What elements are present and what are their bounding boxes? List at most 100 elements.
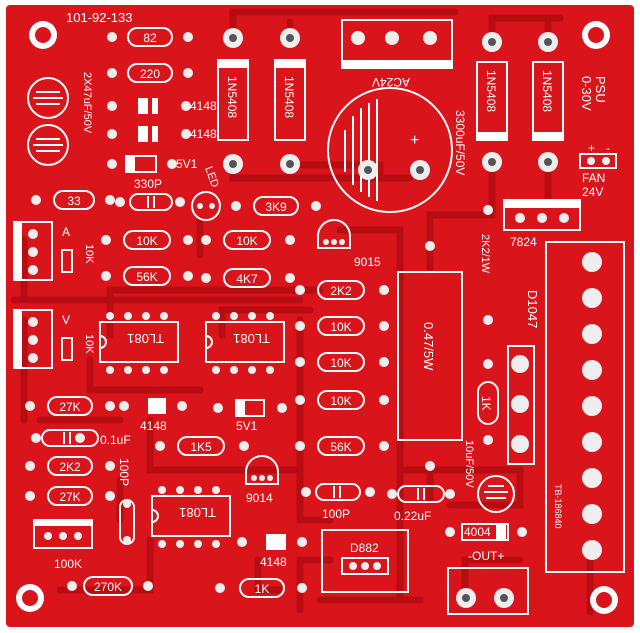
svg-text:FAN: FAN [582,171,605,185]
svg-text:1N5408: 1N5408 [540,70,554,112]
capacitor-0-1uf: 0.1uF [31,429,131,447]
svg-text:4148: 4148 [260,555,287,569]
svg-text:AC24V: AC24V [372,75,410,89]
diode-1n5408-d: 1N5408 [532,32,564,172]
resistor-220: 220 [107,63,193,83]
resistor-10k-c: 10K [295,316,389,336]
resistor-82: 82 [107,27,193,47]
svg-text:10K: 10K [136,234,157,248]
svg-text:1N5408: 1N5408 [225,76,239,118]
svg-text:4148: 4148 [140,419,167,433]
svg-text:24V: 24V [582,185,603,199]
ic-tl081-3: TL081 [151,486,231,548]
ic-tl081-2: TL081 [205,312,285,374]
svg-text:4148: 4148 [190,99,217,113]
board-serial: 101-92-133 [66,10,133,25]
resistor-4k7: 4K7 [201,268,295,288]
resistor-10k-b: 10K [201,230,295,250]
svg-text:10K: 10K [83,244,95,264]
svg-text:100K: 100K [54,557,82,571]
transistor-d1047: D1047 TB-186840 [507,241,625,573]
resistor-27k-a: 27K [25,396,115,416]
svg-text:27K: 27K [59,400,80,414]
svg-text:+: + [588,141,595,155]
svg-text:A: A [62,225,70,239]
resistor-047-5w: 0.47/5W [397,241,463,471]
connector-ac24v: AC24V [341,19,453,89]
capacitor-0-22uf: 0.22uF [387,485,455,523]
svg-text:100P: 100P [322,507,350,521]
transistor-9015: 9015 [317,219,381,269]
diode-5v1-a: 5V1 [107,155,198,173]
diode-4148-a: 4148 [107,98,217,114]
diode-5v1-b: 5V1 [213,399,287,433]
svg-text:4004: 4004 [464,525,491,539]
capacitor-10uf: 10uF/50V [463,440,515,513]
connector-fan: + - FAN 24V [579,141,617,199]
traces [10,8,594,616]
svg-text:1N5408: 1N5408 [484,70,498,112]
svg-text:100P: 100P [117,458,131,486]
svg-text:1K: 1K [255,582,270,596]
svg-text:1K: 1K [479,396,493,411]
resistor-1k-vertical: 1K [477,359,499,445]
resistor-2k2-a: 2K2 [295,280,389,300]
svg-text:2K2/1W: 2K2/1W [479,234,491,274]
svg-text:4K7: 4K7 [236,272,258,286]
svg-text:0.1uF: 0.1uF [100,433,131,447]
capacitor-100p-a: 100P [117,458,135,545]
resistor-2k2-b: 2K2 [25,456,115,476]
resistor-56k-b: 56K [295,436,389,456]
resistor-10k-e: 10K [295,390,389,410]
psu-label: 0-30V PSU [579,76,608,111]
svg-text:2K2: 2K2 [59,460,81,474]
svg-text:1N5408: 1N5408 [282,76,296,118]
svg-text:10K: 10K [330,356,351,370]
svg-text:7824: 7824 [510,235,537,249]
svg-text:270K: 270K [94,580,122,594]
svg-text:TL081: TL081 [127,331,164,346]
pot-current: A 10K [13,221,95,281]
resistor-270k: 270K [67,576,153,596]
transistor-9014: 9014 [245,455,279,505]
connector-output: -OUT+ [447,549,529,615]
svg-text:5V1: 5V1 [176,157,198,171]
transistor-d882: D882 [321,529,409,593]
diode-4148-c: 4148 [119,398,187,433]
resistor-33: 33 [31,190,115,210]
diode-4004: 4004 [445,523,527,541]
svg-text:10uF/50V: 10uF/50V [463,440,475,488]
svg-text:3K9: 3K9 [265,200,287,214]
svg-text:10K: 10K [330,320,351,334]
svg-text:-OUT+: -OUT+ [468,549,504,563]
resistor-10k-a: 10K [101,230,193,250]
svg-text:0.22uF: 0.22uF [394,509,431,523]
svg-text:27K: 27K [59,490,80,504]
pot-100k: 100K [33,519,93,571]
svg-text:330P: 330P [134,177,162,191]
svg-text:33: 33 [67,194,81,208]
diode-1n5408-c: 1N5408 [476,32,508,172]
svg-text:9014: 9014 [246,491,273,505]
svg-text:D1047: D1047 [525,290,540,328]
regulator-7824: 7824 [503,199,581,249]
svg-text:PSU: PSU [593,76,608,103]
capacitor-2x47uf: 2X47uF/50V [27,72,93,166]
svg-text:-: - [606,141,610,155]
capacitor-3300uf: + 3300uF/50V [327,87,467,213]
resistor-3k9: 3K9 [231,196,321,216]
diode-1n5408-a: 1N5408 [217,28,249,174]
svg-text:TB-186840: TB-186840 [553,484,563,529]
svg-text:56K: 56K [136,270,157,284]
svg-text:D882: D882 [350,541,379,555]
pot-voltage: V 10K [13,309,95,369]
diode-4148-b: 4148 [107,126,217,142]
diode-4148-d: 4148 [237,534,307,569]
svg-text:4148: 4148 [190,127,217,141]
capacitor-330p: 330P [115,177,185,211]
svg-text:82: 82 [143,31,157,45]
diode-1n5408-b: 1N5408 [274,28,306,174]
resistor-27k-b: 27K [25,486,115,506]
resistor-1k5: 1K5 [155,436,249,456]
